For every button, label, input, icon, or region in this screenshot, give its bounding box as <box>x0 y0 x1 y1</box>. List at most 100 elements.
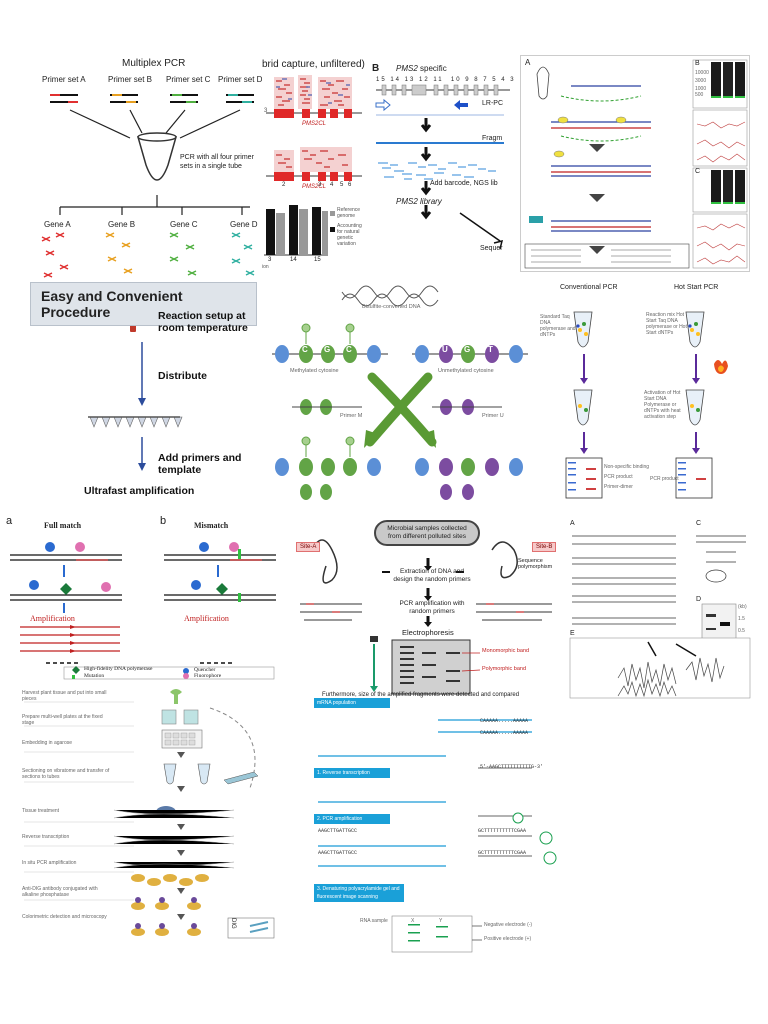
legend-pcr-product: PCR product <box>604 474 633 480</box>
polymorphism-label: Sequence polymorphism <box>518 558 553 570</box>
ddrt-drawing <box>318 719 557 953</box>
panel-letter: A <box>570 520 575 527</box>
capture-header: brid capture, unfiltered) <box>262 59 365 70</box>
amplicon-seq: AAGCTTGATTGCC <box>318 828 358 834</box>
exon-label: 4 <box>330 182 334 188</box>
sequence-label: Sequer <box>480 245 503 252</box>
legend-reference: Reference genome <box>337 207 361 219</box>
match-mismatch-panel: a b Full match Mismatch Amplification Am… <box>0 515 290 680</box>
ladder-label: 3000 <box>695 78 707 84</box>
axis-unit: ion <box>262 264 269 270</box>
base-letter: C <box>346 345 352 354</box>
primer-set-label: Primer set A <box>42 75 86 84</box>
step-bar: 2. PCR amplification <box>314 814 390 824</box>
hotstart-pcr-product: PCR product <box>650 476 679 482</box>
flow-step: Prepare multi-well plates at the fixed s… <box>22 714 103 726</box>
hotstart-desc: Reaction mix Hot Start Taq DNA polymeras… <box>646 312 687 336</box>
conventional-desc: Standard Taq DNA polymerase and dNTPs <box>540 314 576 338</box>
primer-seq: 5'-AAGCTTTTTTTTTTG-3' <box>480 764 544 770</box>
race-panel: A C D E (kb) 1.5 0.5 <box>566 518 756 700</box>
methylated-label: Methylated cytosine <box>290 368 339 374</box>
step-reaction-setup: Reaction setup at room temperature <box>158 310 248 334</box>
primer-set-label: Primer set B <box>108 75 153 84</box>
panel-letter: B <box>695 60 700 67</box>
methylation-drawing <box>272 285 528 500</box>
gene-label: Gene D <box>230 220 258 229</box>
step-bar: mRNA population <box>314 698 390 708</box>
step-bar: 1. Reverse transcription <box>314 768 390 778</box>
site-a-label: Site-A <box>296 542 321 552</box>
ddrt-panel: mRNA population CAAAAA.....AAAAA CAAAAA.… <box>312 694 574 954</box>
step-add-primers: Add primers and template <box>158 452 242 476</box>
race-drawing <box>569 535 751 699</box>
hybrid-capture-drawing <box>264 75 362 256</box>
tube-caption: PCR with all four primer sets in a singl… <box>180 154 254 170</box>
rapd-footer: Furthermore, size of the amplified fragm… <box>322 692 520 698</box>
primer-set-label: Primer set C <box>166 75 211 84</box>
polymorphic-label: Polymorphic band <box>482 666 527 672</box>
base-letter: U <box>442 345 448 354</box>
legend-variation: Accounting for natural genetic variation <box>337 223 362 247</box>
step-distribute: Distribute <box>158 370 208 382</box>
step-bar: 3. Denaturing polyacrylamide gel and flu… <box>314 884 404 902</box>
gene-label-pms2cl: PMS2CL <box>302 184 327 190</box>
gel-size-label: 1.5 <box>738 616 745 622</box>
rapd-drawing <box>300 539 552 695</box>
samples-cloud: Microbial samples collected from differe… <box>374 520 480 546</box>
pms2-specific-label: PMS2 specific <box>396 64 447 73</box>
ladder-label: 10000 <box>695 70 709 76</box>
step-ultrafast: Ultrafast amplification <box>84 485 195 497</box>
gel-kb-label: (kb) <box>738 604 747 610</box>
panel-letter: A <box>525 58 531 67</box>
exon-label: 3 <box>318 182 322 188</box>
amplification-label: Amplification <box>30 614 75 623</box>
bar-xlabel: 15 <box>314 257 321 263</box>
base-letter: G <box>324 345 331 354</box>
panel-letter: C <box>695 168 701 175</box>
bar-xlabel: 14 <box>290 257 297 263</box>
primer-m-label: Primer M <box>340 413 363 419</box>
methylation-panel: Bisulfite-converted DNA C G C U G T Meth… <box>262 282 538 502</box>
pms2-panel: B PMS2 specific 15 14 13 12 11 10 9 8 7 … <box>368 55 516 270</box>
flow-step: Reverse transcription <box>22 834 70 840</box>
barcode-label: Add barcode, NGS lib <box>430 180 498 187</box>
lane-x: X <box>411 918 415 924</box>
panel-letter: D <box>696 596 702 603</box>
dig-tag: DIG <box>230 918 236 929</box>
gel-schematic-panel: A B C 10000 3000 1000 500 <box>520 55 750 272</box>
gene-label: Gene A <box>44 220 71 229</box>
base-letter: C <box>302 345 308 354</box>
negative-electrode: Negative electrode (-) <box>484 922 533 928</box>
primer-u-label: Primer U <box>482 413 504 419</box>
legend-nonspecific: Non-specific binding <box>604 464 650 470</box>
positive-electrode: Positive electrode (+) <box>484 936 532 942</box>
hot-start-panel: Conventional PCR Hot Start PCR Standard … <box>540 282 750 502</box>
gel-size-label: 0.5 <box>738 628 745 634</box>
pcr-random-label: PCR amplification with random primers <box>399 600 465 615</box>
flow-step: Sectioning on vibratome and transfer of … <box>22 768 110 780</box>
conventional-pcr-title: Conventional PCR <box>560 284 618 291</box>
flow-step: Tissue treatment <box>22 808 60 814</box>
insitu-flow-panel: Harvest plant tissue and put into small … <box>14 682 292 944</box>
ladder-label: 500 <box>695 92 704 98</box>
site-b-label: Site-B <box>532 542 557 552</box>
flow-step: Colorimetric detection and microscopy <box>22 914 107 920</box>
legend-polymerase: High-fidelity DNA polymerase <box>84 666 153 672</box>
rapd-panel: Microbial samples collected from differe… <box>292 520 564 698</box>
pms2-drawing <box>375 84 510 250</box>
multiplex-title: Multiplex PCR <box>122 58 186 69</box>
insitu-flow-drawing <box>24 689 275 939</box>
panel-letter: a <box>6 515 13 527</box>
lane-y: Y <box>439 918 443 924</box>
base-letter: T <box>488 345 493 354</box>
panel-letter: b <box>160 515 167 527</box>
exon-label: 6 <box>348 182 352 188</box>
legend-mutation: Mutation <box>84 673 105 679</box>
multiplex-pcr-drawing <box>41 94 255 278</box>
panel-letter: C <box>696 520 702 527</box>
exon-numbers: 15 14 13 12 11 10 9 8 7 5 4 3 <box>376 77 516 83</box>
gel-schematic-drawing <box>524 59 748 269</box>
legend-fluorophore: Fluorophore <box>194 673 222 679</box>
base-letter: G <box>464 345 471 354</box>
flow-step: In situ PCR amplification <box>22 860 77 866</box>
